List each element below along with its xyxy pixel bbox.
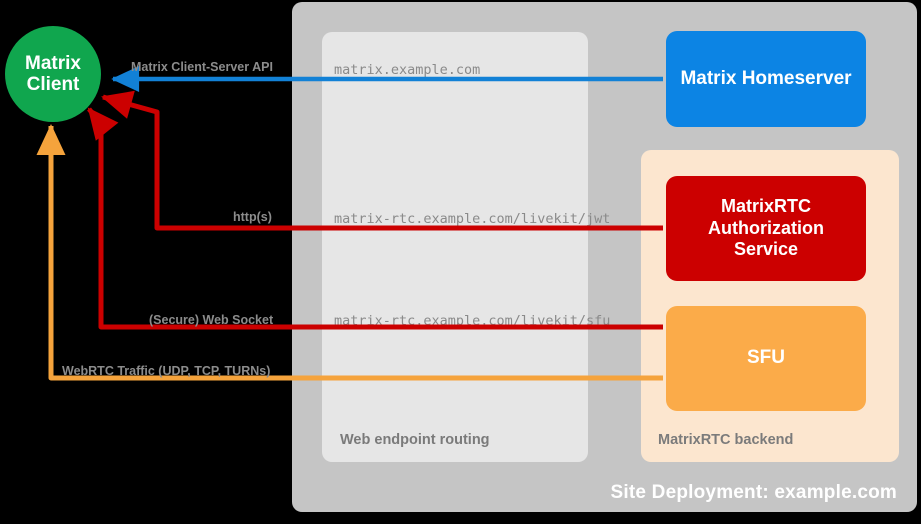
- endpoint-label-jwt: matrix-rtc.example.com/livekit/jwt: [334, 211, 611, 227]
- connector-websocket: [87, 107, 663, 330]
- site-deployment-title: Site Deployment: example.com: [610, 482, 897, 503]
- connector-label-https: http(s): [233, 210, 272, 224]
- node-matrix-homeserver-label: Matrix Homeserver: [680, 67, 852, 89]
- connector-https: [101, 90, 663, 231]
- endpoint-label-matrix: matrix.example.com: [334, 62, 481, 78]
- node-matrix-client-line1: Matrix: [25, 52, 81, 74]
- node-matrix-homeserver[interactable]: Matrix Homeserver: [666, 31, 866, 127]
- connector-webrtc: [36, 123, 663, 381]
- web-endpoint-routing-panel: Web endpoint routing: [322, 32, 588, 462]
- connector-label-webrtc: WebRTC Traffic (UDP, TCP, TURNs): [62, 364, 271, 378]
- node-sfu[interactable]: SFU: [666, 306, 866, 411]
- matrixrtc-backend-title: MatrixRTC backend: [658, 432, 794, 448]
- connector-label-websocket: (Secure) Web Socket: [149, 313, 274, 327]
- web-endpoint-routing-title: Web endpoint routing: [340, 432, 490, 448]
- node-auth-line3: Service: [733, 239, 799, 260]
- node-matrix-client-line2: Client: [26, 74, 80, 95]
- node-matrix-client[interactable]: Matrix Client: [5, 26, 101, 122]
- node-sfu-label: SFU: [747, 347, 785, 369]
- node-auth-line2: Authorization: [708, 217, 824, 238]
- connector-label-matrix-client-server-api: Matrix Client-Server API: [131, 60, 273, 74]
- node-matrixrtc-authorization-service[interactable]: MatrixRTC Authorization Service: [666, 176, 866, 281]
- node-auth-line1: MatrixRTC: [720, 196, 811, 217]
